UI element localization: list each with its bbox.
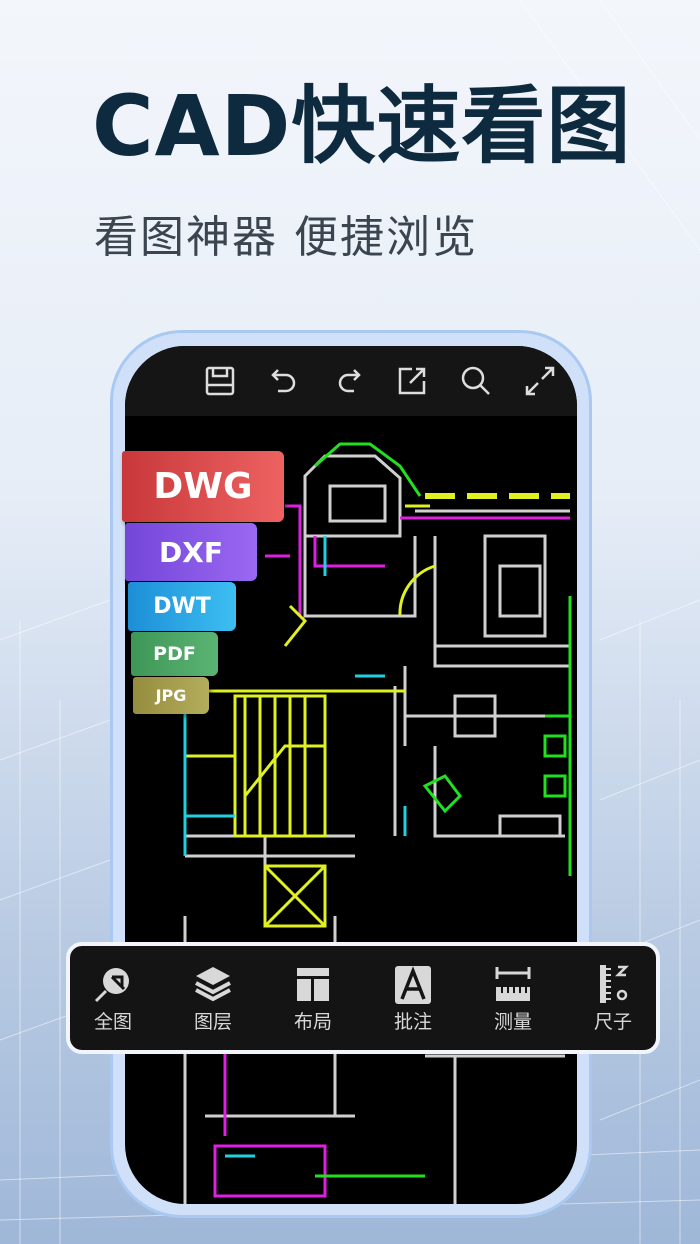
measure-icon [495, 966, 531, 1001]
redo-icon [338, 369, 361, 393]
bottom-toolbar: 全图 图层 布局 批注 测量 尺子 [66, 942, 660, 1054]
ruler-button[interactable]: 尺子 [580, 946, 646, 1050]
measure-label: 测量 [493, 1010, 532, 1033]
ruler-label: 尺子 [593, 1010, 632, 1033]
annotate-icon [395, 965, 431, 1004]
layers-button[interactable]: 图层 [180, 946, 246, 1050]
top-toolbar [125, 346, 577, 416]
fullscreen-icon [525, 366, 555, 396]
layers-label: 图层 [193, 1010, 232, 1033]
undo-icon [271, 369, 296, 393]
search-icon [461, 366, 490, 395]
share-button[interactable] [393, 362, 431, 400]
subheadline: 看图神器 便捷浏览 [94, 212, 478, 263]
annotate-label: 批注 [393, 1010, 432, 1033]
fullscreen-button[interactable] [521, 362, 559, 400]
layout-icon [297, 967, 329, 1001]
measure-button[interactable]: 测量 [480, 946, 546, 1050]
format-tag-dwt: DWT [128, 582, 236, 631]
save-button[interactable] [201, 362, 239, 400]
full-view-button[interactable]: 全图 [80, 946, 146, 1050]
format-tag-jpg: JPG [133, 677, 209, 714]
format-tag-pdf: PDF [131, 632, 218, 676]
share-icon [398, 367, 426, 395]
layers-icon [195, 966, 231, 1001]
save-icon [205, 366, 235, 396]
redo-button[interactable] [329, 362, 367, 400]
search-button[interactable] [457, 362, 495, 400]
layout-button[interactable]: 布局 [280, 946, 346, 1050]
format-tag-dxf: DXF [125, 523, 257, 581]
full-view-icon [94, 967, 129, 1002]
ruler-icon [600, 964, 630, 1003]
undo-button[interactable] [265, 362, 303, 400]
format-tag-dwg: DWG [122, 451, 284, 522]
layout-label: 布局 [293, 1010, 332, 1033]
annotate-button[interactable]: 批注 [380, 946, 446, 1050]
headline: CAD快速看图 [92, 77, 632, 175]
full-view-label: 全图 [93, 1010, 132, 1033]
